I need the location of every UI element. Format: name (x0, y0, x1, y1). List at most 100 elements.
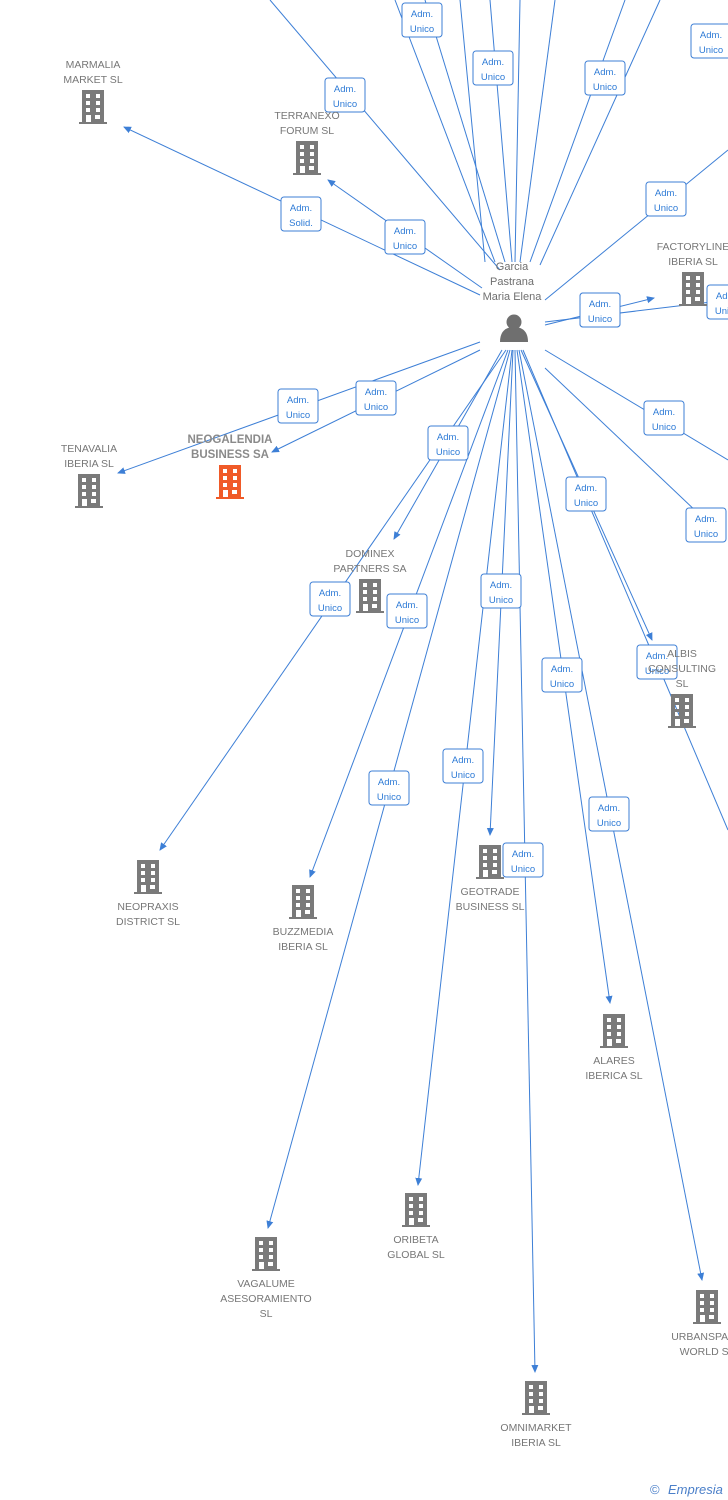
company-name-line: ALBIS (667, 648, 697, 660)
company-name-line: ORIBETA (393, 1234, 438, 1246)
role-badge[interactable]: Adm.Unico (368, 770, 410, 806)
role-badge[interactable]: Adm.Unico (442, 748, 484, 784)
role-badge-frame (277, 388, 319, 424)
role-text: Unico (588, 314, 612, 325)
role-badge[interactable]: Adm.Unico (277, 388, 319, 424)
role-badge-frame (442, 748, 484, 784)
company-name-line: WORLD SL (680, 1346, 728, 1358)
role-text: Unico (395, 615, 419, 626)
role-badge[interactable]: Adm.Unico (643, 400, 685, 436)
role-badge[interactable]: Adm.Unico (386, 593, 428, 629)
person-node[interactable]: Garcia Pastrana Maria Elena (483, 261, 543, 342)
role-text: Unico (574, 498, 598, 509)
company-node-factoryline[interactable]: FACTORYLINE IBERIA SL (657, 241, 728, 306)
role-badge[interactable]: Adm.Unico (579, 292, 621, 328)
role-badge-frame (386, 593, 428, 629)
company-name-line: IBERICA SL (585, 1070, 642, 1082)
role-badge[interactable]: Adm.Unico (645, 181, 687, 217)
role-badge[interactable]: Adm.Unico (685, 507, 727, 543)
role-badge[interactable]: Adm.Unico (401, 2, 443, 38)
role-text: Adm. (365, 387, 387, 398)
company-name-line: GEOTRADE (461, 886, 520, 898)
role-badge[interactable]: Adm.Solid. (280, 196, 322, 232)
role-text: Unico (715, 306, 728, 317)
building-icon (522, 1381, 550, 1415)
role-badge[interactable]: Adm.Unico (584, 60, 626, 96)
role-badge-frame (368, 770, 410, 806)
role-badge-frame (427, 425, 469, 461)
building-icon (134, 860, 162, 894)
role-text: Adm. (490, 580, 512, 591)
role-badge[interactable]: Adm.Unico (384, 219, 426, 255)
role-text: Adm. (646, 651, 668, 662)
role-text: Unico (377, 792, 401, 803)
relation-edge (544, 367, 701, 516)
role-badge[interactable]: Adm.Unico (324, 77, 366, 113)
role-badge[interactable]: Adm.Unico (706, 284, 728, 320)
company-name-line: BUSINESS SA (191, 449, 269, 461)
relation-edge (459, 0, 486, 263)
building-icon (252, 1237, 280, 1271)
company-name-line: NEOGALENDIA (188, 434, 273, 446)
company-node-urbanspace[interactable]: URBANSPACE WORLD SL (671, 1290, 728, 1358)
company-node-tenavalia[interactable]: TENAVALIA IBERIA SL (61, 443, 117, 508)
role-badge[interactable]: Adm.Unico (355, 380, 397, 416)
role-badge[interactable]: Adm.Unico (502, 842, 544, 878)
role-text: Adm. (594, 67, 616, 78)
role-text: Adm. (551, 664, 573, 675)
company-node-neopraxis[interactable]: NEOPRAXIS DISTRICT SL (116, 860, 180, 928)
role-badge[interactable]: Adm.Unico (690, 23, 728, 59)
role-badge[interactable]: Adm. Unico (480, 573, 522, 609)
relation-edge (424, 0, 506, 263)
role-text: Solid. (289, 218, 313, 229)
role-badge[interactable]: Adm.Unico (636, 644, 678, 680)
role-badge[interactable]: Adm.Unico (565, 476, 607, 512)
role-text: Unico (489, 595, 513, 606)
company-name-line: IBERIA SL (278, 941, 328, 953)
company-name-line: IBERIA SL (668, 256, 718, 268)
role-text: Unico (694, 529, 718, 540)
role-badge[interactable]: Adm.Unico (541, 657, 583, 693)
role-badge[interactable]: Adm.Unico (309, 581, 351, 617)
person-name-line: Garcia (496, 261, 529, 273)
company-name-line: IBERIA SL (64, 458, 114, 470)
company-name-line: URBANSPACE (671, 1331, 728, 1343)
company-name-line: DISTRICT SL (116, 916, 180, 928)
building-icon (356, 579, 384, 613)
relation-edge (394, 0, 496, 263)
role-text: Adm. (437, 432, 459, 443)
company-name-line: PARTNERS SA (333, 563, 406, 575)
building-icon (216, 465, 244, 499)
relation-edge (269, 0, 501, 271)
role-text: Adm. (287, 395, 309, 406)
role-badge-frame (588, 796, 630, 832)
company-node-neogalendia[interactable]: NEOGALENDIA BUSINESS SA (188, 434, 273, 499)
role-badge-frame (324, 77, 366, 113)
relation-edge (539, 0, 661, 266)
role-text: Unico (652, 422, 676, 433)
role-badge[interactable]: Adm.Unico (427, 425, 469, 461)
role-text: Unico (699, 45, 723, 56)
company-name-line: NEOPRAXIS (117, 901, 178, 913)
company-name-line: ALARES (593, 1055, 634, 1067)
company-name-line: ASESORAMIENTO (220, 1293, 311, 1305)
company-node-alares[interactable]: ALARES IBERICA SL (585, 1014, 643, 1082)
company-name-line: TENAVALIA (61, 443, 117, 455)
role-badge[interactable]: Adm.Unico (472, 50, 514, 86)
relation-edge (544, 149, 728, 301)
company-name-line: FACTORYLINE (657, 241, 728, 253)
role-text: Unico (511, 864, 535, 875)
role-text: Unico (654, 203, 678, 214)
role-badge[interactable]: Adm.Unico (588, 796, 630, 832)
